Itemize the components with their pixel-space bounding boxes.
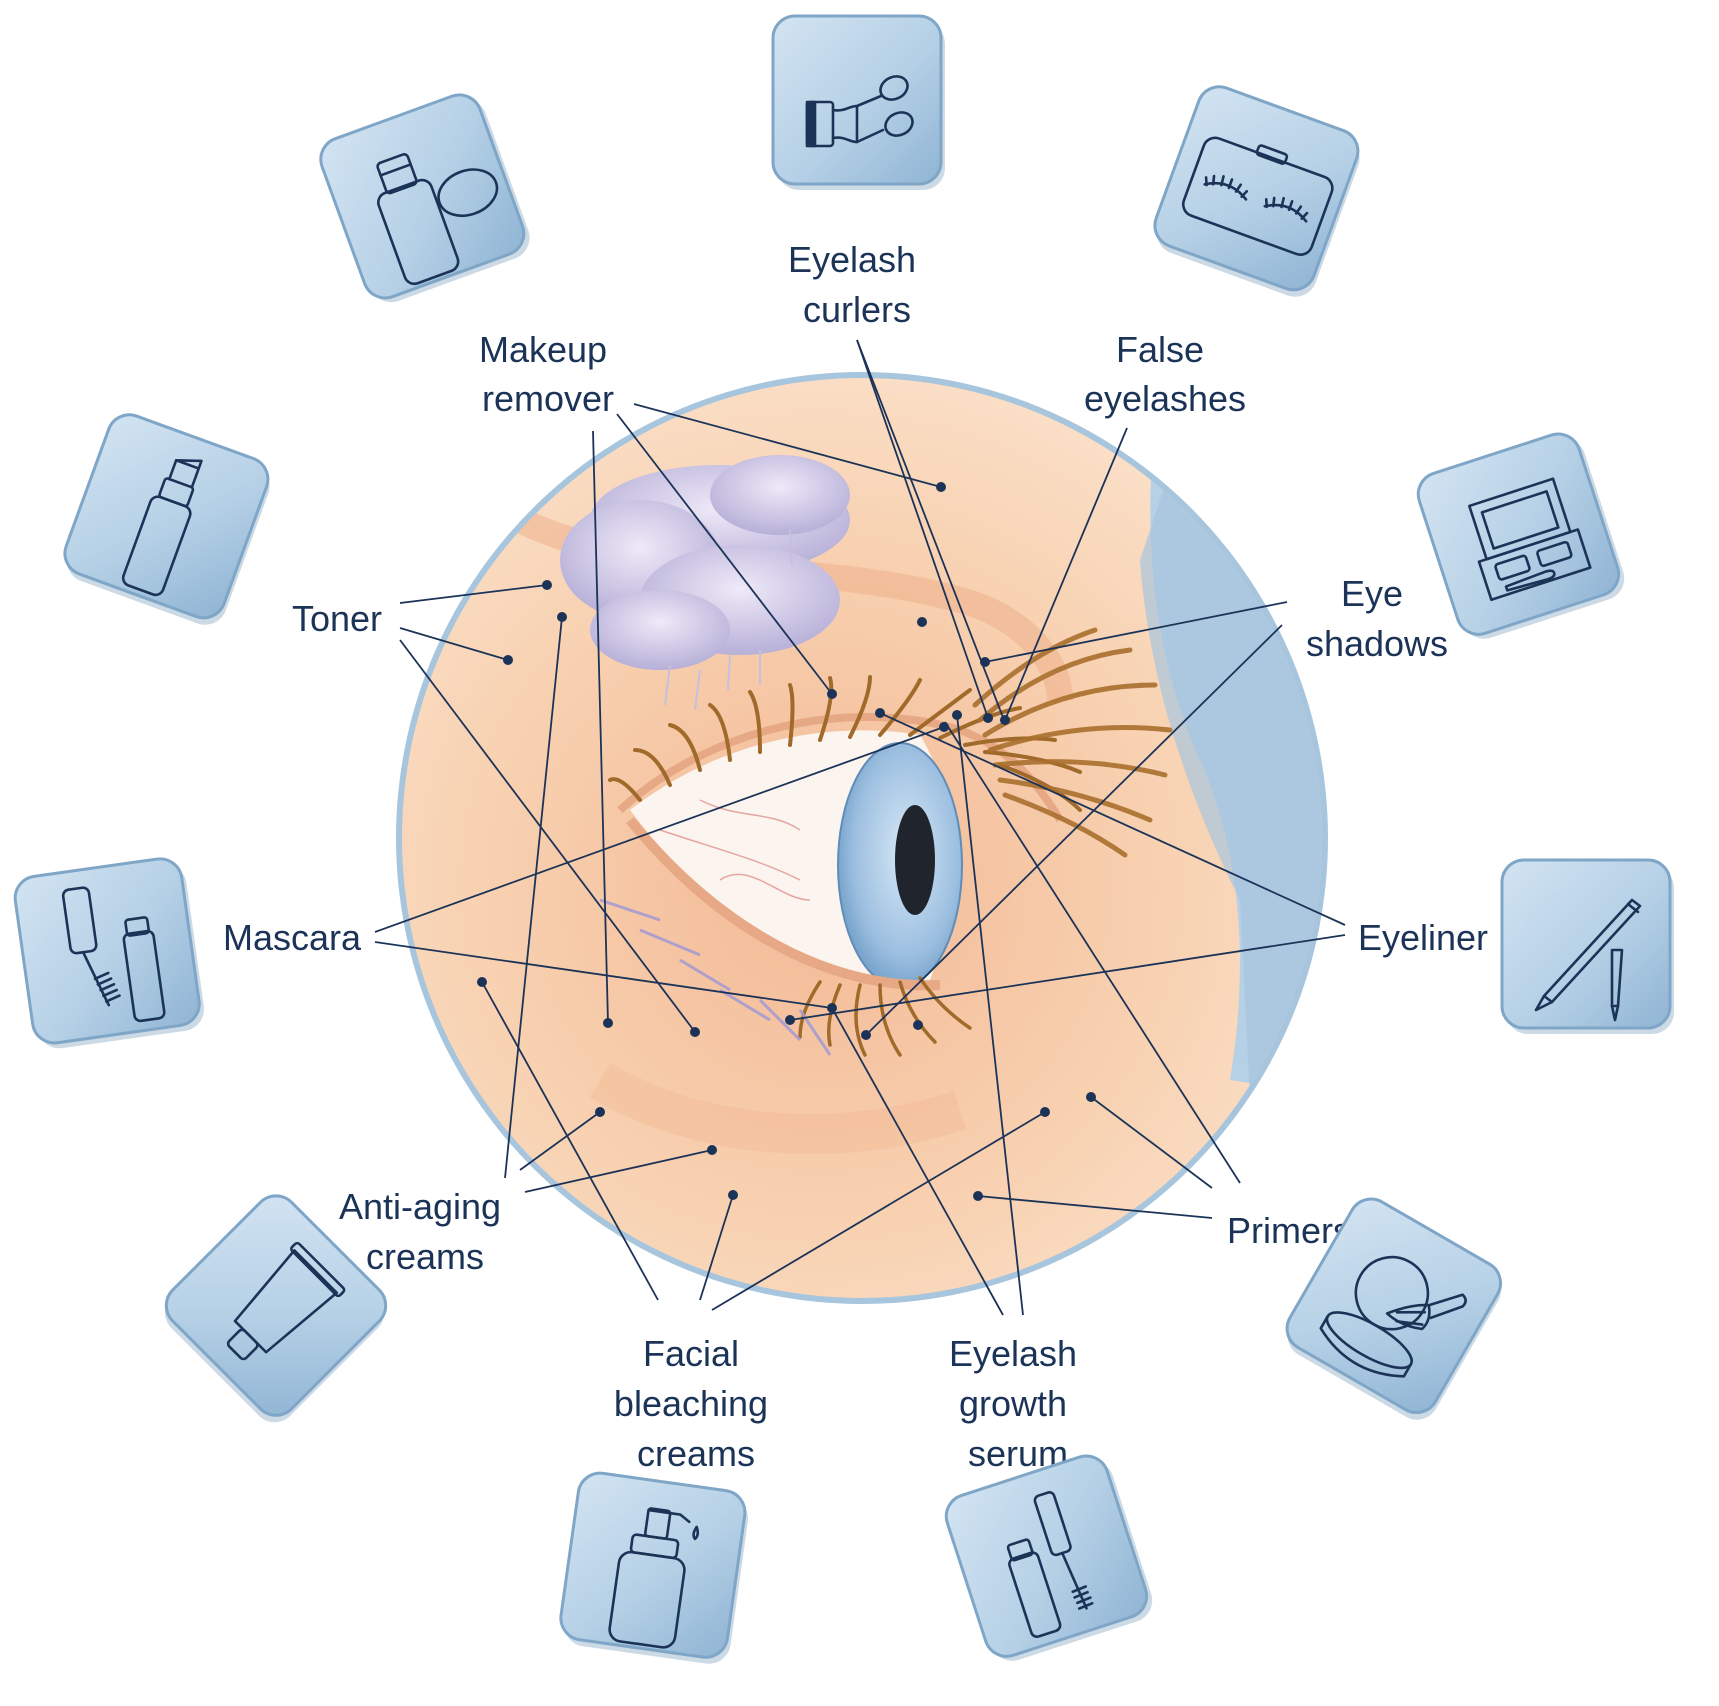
mascara-wand-icon xyxy=(10,853,209,1054)
spray-bottle-icon xyxy=(55,407,280,633)
label-makeup-remover: Makeup remover xyxy=(479,329,617,419)
label-eyelash-growth-serum: Eyelash growth serum xyxy=(949,1333,1087,1474)
label-eyeliner: Eyeliner xyxy=(1358,917,1488,958)
pump-bottle-icon xyxy=(555,1468,754,1669)
mascara-bottle-icon xyxy=(939,1447,1160,1670)
leader-lines xyxy=(374,339,1346,1316)
label-mascara: Mascara xyxy=(223,917,362,958)
label-toner: Toner xyxy=(292,598,382,639)
eyeshadow-compact-icon xyxy=(1411,425,1632,648)
eyelash-curler-icon xyxy=(771,14,947,192)
label-anti-aging-creams: Anti-aging creams xyxy=(339,1186,511,1277)
false-eyelashes-case-icon xyxy=(1145,79,1370,305)
icon-tiles xyxy=(10,14,1676,1670)
eye-illustration xyxy=(396,372,1328,1304)
label-false-eyelashes: False eyelashes xyxy=(1084,329,1246,419)
eyeliner-pencils-icon xyxy=(1500,858,1676,1036)
label-eyelash-curlers: Eyelash curlers xyxy=(788,239,926,330)
cream-tube-icon xyxy=(151,1185,400,1433)
label-eye-shadows: Eye shadows xyxy=(1306,573,1448,664)
labels: Eyelash curlers Makeup remover False eye… xyxy=(223,239,1488,1474)
label-primers: Primers xyxy=(1227,1210,1351,1251)
pointer-dots xyxy=(477,482,1096,1201)
label-facial-bleaching-creams: Facial bleaching creams xyxy=(614,1333,778,1474)
makeup-remover-bottle-pad-icon xyxy=(313,85,538,312)
powder-brush-compact-icon xyxy=(1274,1189,1514,1430)
